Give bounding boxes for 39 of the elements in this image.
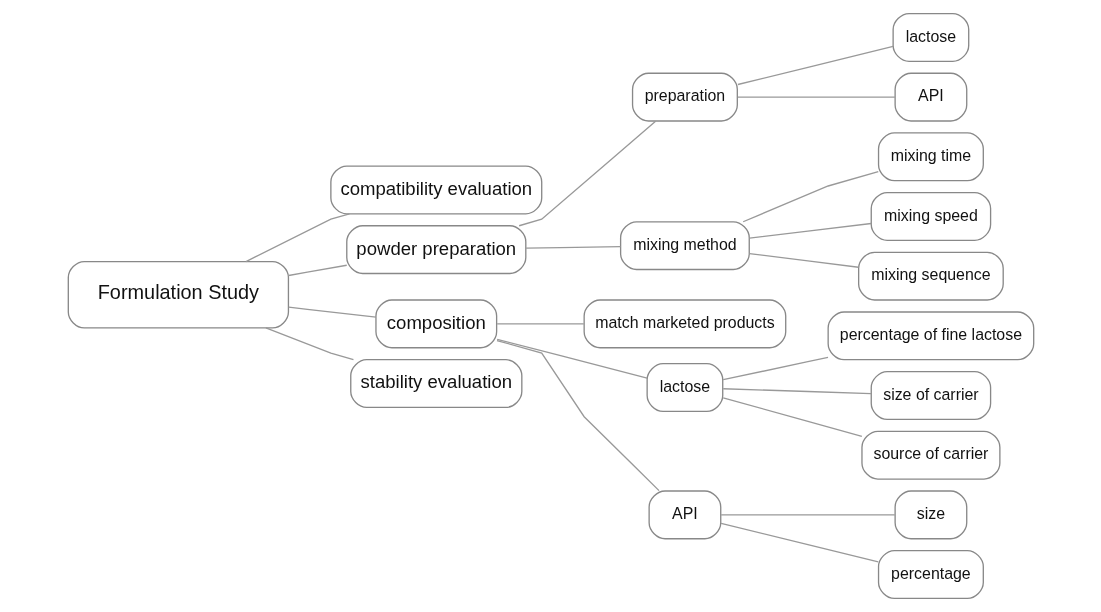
node-box: compatibility evaluation: [329, 165, 542, 215]
connector: [524, 246, 621, 249]
connector: [722, 388, 872, 395]
connector: [287, 306, 377, 318]
connector: [748, 222, 872, 239]
node-box: mixing sequence: [857, 251, 1004, 301]
connector: [517, 120, 656, 227]
connector: [722, 397, 863, 437]
node-box: lactose: [645, 363, 723, 413]
node-box: mixing method: [619, 221, 750, 271]
node-box: API: [893, 72, 967, 122]
connector: [495, 339, 660, 492]
connector: [748, 252, 859, 268]
connector: [264, 327, 354, 361]
connector: [719, 514, 895, 516]
node-box: mixing time: [877, 132, 984, 182]
connector: [736, 96, 896, 98]
node-box: percentage: [877, 550, 984, 600]
node-box: preparation: [631, 72, 738, 122]
node-box: composition: [374, 299, 497, 349]
connector: [742, 170, 879, 223]
connector: [496, 323, 584, 325]
node-box: match marketed products: [583, 299, 786, 349]
connector: [244, 213, 350, 263]
connector: [719, 522, 879, 563]
node-box: size: [893, 490, 967, 540]
node-box: source of carrier: [860, 430, 1001, 480]
connector: [736, 45, 894, 86]
node-box: Formulation Study: [67, 260, 289, 329]
node-box: powder preparation: [345, 225, 526, 275]
node-box: percentage of fine lactose: [827, 311, 1034, 361]
connector: [287, 264, 347, 277]
connector: [496, 338, 648, 379]
connector: [722, 356, 829, 381]
node-box: API: [647, 490, 721, 540]
node-box: stability evaluation: [349, 359, 522, 409]
node-box: mixing speed: [870, 191, 991, 242]
node-box: lactose: [891, 12, 969, 62]
node-box: size of carrier: [870, 370, 991, 421]
